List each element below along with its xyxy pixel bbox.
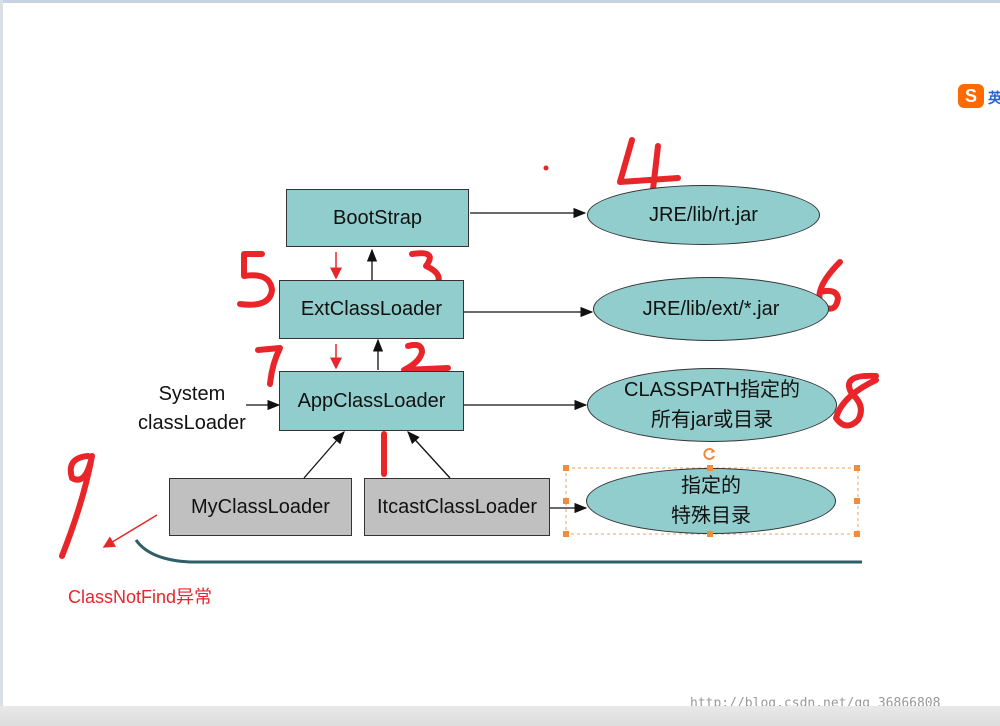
itcast-loader-box[interactable]: ItcastClassLoader	[364, 478, 550, 536]
handwritten-2	[401, 341, 451, 373]
resize-handle-w[interactable]	[563, 498, 569, 504]
bootstrap-loader-label: BootStrap	[333, 206, 422, 229]
app-loader-label: AppClassLoader	[297, 389, 446, 412]
handwritten-5	[237, 251, 275, 308]
resize-handle-e[interactable]	[854, 498, 860, 504]
stray-dot	[543, 165, 549, 171]
ext-jar-label: JRE/lib/ext/*.jar	[642, 298, 780, 320]
ext-loader-label: ExtClassLoader	[300, 298, 443, 320]
rt-jar-ellipse[interactable]: JRE/lib/rt.jar	[587, 185, 820, 245]
ime-language-label[interactable]: 英	[988, 90, 1000, 106]
resize-handle-s[interactable]	[707, 531, 713, 537]
resize-handle-se[interactable]	[854, 531, 860, 537]
baseline-curve	[134, 539, 862, 564]
ext-loader-box[interactable]: ExtClassLoader	[279, 280, 464, 339]
classpath-line2: 所有jar或目录	[650, 409, 774, 431]
exception-label: ClassNotFind异常	[68, 587, 213, 607]
my-loader-label: MyClassLoader	[191, 495, 330, 518]
system-label-line2: classLoader	[138, 412, 246, 434]
system-classloader-label: System classLoader	[138, 380, 246, 438]
classpath-line1: CLASSPATH指定的	[624, 379, 800, 401]
rt-jar-label: JRE/lib/rt.jar	[649, 204, 758, 226]
classpath-ellipse[interactable]: CLASSPATH指定的 所有jar或目录	[587, 368, 837, 442]
my-loader-box[interactable]: MyClassLoader	[169, 478, 352, 536]
app-loader-box[interactable]: AppClassLoader	[279, 371, 464, 431]
arrow-itcast-to-app	[407, 431, 451, 479]
window-bottom-bar	[0, 706, 1000, 726]
itcast-loader-label: ItcastClassLoader	[376, 495, 538, 518]
red-arrow-to-exception	[102, 514, 158, 548]
resize-handle-ne[interactable]	[854, 465, 860, 471]
ext-jar-ellipse[interactable]: JRE/lib/ext/*.jar	[593, 277, 829, 341]
window-top-border	[0, 0, 1000, 3]
rotate-handle-icon[interactable]	[702, 446, 718, 462]
special-dir-line1: 指定的	[681, 475, 741, 497]
bootstrap-loader-box[interactable]: BootStrap	[286, 189, 469, 247]
resize-handle-sw[interactable]	[563, 531, 569, 537]
handwritten-9	[59, 453, 95, 559]
resize-handle-n[interactable]	[707, 465, 713, 471]
resize-handle-nw[interactable]	[563, 465, 569, 471]
special-dir-ellipse[interactable]: 指定的 特殊目录	[586, 468, 836, 534]
ime-sogou-icon[interactable]: S	[958, 84, 984, 108]
window-left-border	[0, 0, 3, 726]
handwritten-6	[816, 259, 843, 312]
system-label-line1: System	[158, 383, 226, 405]
handwritten-7	[255, 345, 283, 387]
handwritten-8	[833, 372, 879, 429]
special-dir-line2: 特殊目录	[671, 505, 751, 527]
arrow-my-to-app	[303, 431, 345, 479]
